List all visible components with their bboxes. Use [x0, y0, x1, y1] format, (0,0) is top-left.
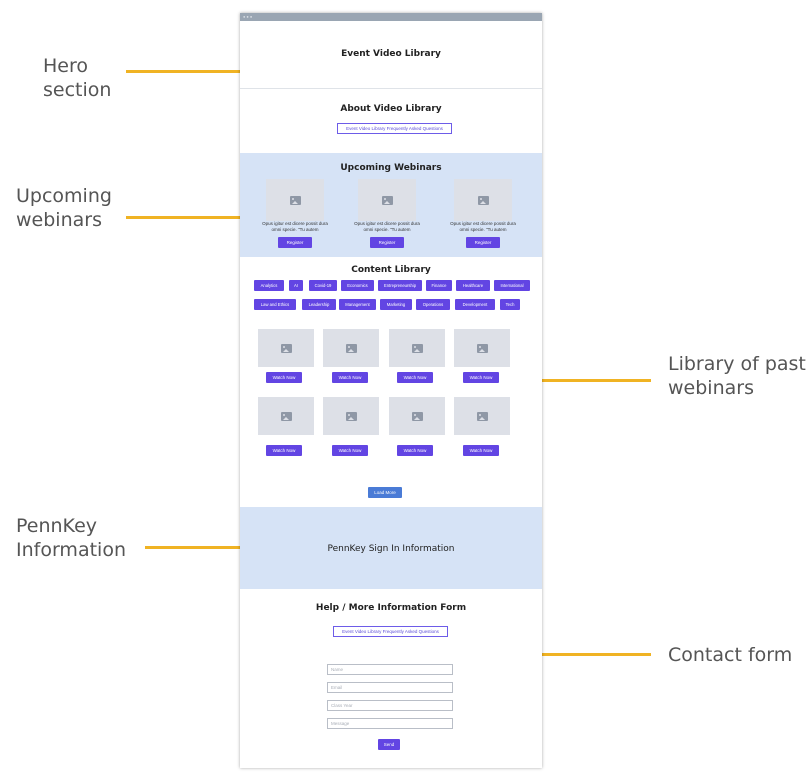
callout-hero-label: Hero section [43, 55, 112, 101]
browser-chrome: ●●● [240, 13, 542, 21]
callout-library-label: Library of past webinars [668, 353, 806, 399]
watch-now-button[interactable]: Watch Now [266, 372, 302, 383]
faq-button[interactable]: Event Video Library Frequently Asked Que… [337, 123, 452, 134]
watch-now-button[interactable]: Watch Now [397, 445, 433, 456]
hero-section: Event Video Library [240, 21, 542, 89]
tag-healthcare[interactable]: Healthcare [456, 280, 490, 291]
video-thumbnail[interactable] [258, 329, 314, 367]
video-thumbnail[interactable] [389, 329, 445, 367]
callout-pennkey-label: PennKey Information [16, 515, 126, 561]
image-icon [476, 411, 488, 421]
message-field[interactable]: Message [327, 718, 453, 729]
pennkey-title: PennKey Sign In Information [327, 544, 455, 554]
watch-now-button[interactable]: Watch Now [463, 372, 499, 383]
image-icon [477, 195, 489, 205]
tag-law-and-ethics[interactable]: Law and Ethics [254, 299, 296, 310]
watch-now-button[interactable]: Watch Now [397, 372, 433, 383]
tag-finance[interactable]: Finance [426, 280, 452, 291]
register-button[interactable]: Register [278, 237, 312, 248]
callout-upcoming: Upcoming webinars [16, 184, 116, 232]
callout-library: Library of past webinars [668, 352, 806, 400]
tag-entrepreneurship[interactable]: Entrepreneurship [378, 280, 422, 291]
image-icon [280, 343, 292, 353]
page-mockup: ●●● Event Video Library About Video Libr… [240, 13, 542, 768]
image-icon [381, 195, 393, 205]
image-icon [411, 411, 423, 421]
contact-form-section: Help / More Information Form Event Video… [240, 589, 542, 768]
faq-button[interactable]: Event Video Library Frequently Asked Que… [333, 626, 448, 637]
hero-title: Event Video Library [341, 49, 441, 59]
contact-title: Help / More Information Form [315, 603, 467, 613]
load-more-button[interactable]: Load More [368, 487, 402, 498]
register-button[interactable]: Register [370, 237, 404, 248]
callout-hero: Hero section [43, 54, 133, 102]
webinar-description: Opus igitur est dicere possit dura omni … [354, 221, 420, 232]
video-thumbnail[interactable] [323, 329, 379, 367]
webinar-description: Opus igitur est dicere possit dura omni … [450, 221, 516, 232]
about-title: About Video Library [340, 104, 442, 114]
tag-tech[interactable]: Tech [500, 299, 520, 310]
tag-management[interactable]: Management [339, 299, 376, 310]
callout-contact: Contact form [668, 643, 806, 667]
image-icon [289, 195, 301, 205]
class-year-field[interactable]: Class Year [327, 700, 453, 711]
video-thumbnail[interactable] [454, 397, 510, 435]
upcoming-webinars-section: Upcoming Webinars Opus igitur est dicere… [240, 153, 542, 257]
video-thumbnail[interactable] [258, 397, 314, 435]
tag-ai[interactable]: AI [289, 280, 303, 291]
content-library-section: Content Library Analytics AI Covid-19 Ec… [240, 257, 542, 507]
webinar-image [358, 179, 416, 221]
register-button[interactable]: Register [466, 237, 500, 248]
about-section: About Video Library Event Video Library … [240, 90, 542, 153]
webinar-description: Opus igitur est dicere possit dura omni … [262, 221, 328, 232]
webinar-image [266, 179, 324, 221]
send-button[interactable]: Send [378, 739, 400, 750]
tag-leadership[interactable]: Leadership [302, 299, 336, 310]
callout-contact-label: Contact form [668, 644, 793, 666]
image-icon [280, 411, 292, 421]
name-field[interactable]: Name [327, 664, 453, 675]
arrow-upcoming [126, 210, 265, 224]
watch-now-button[interactable]: Watch Now [463, 445, 499, 456]
window-dots-icon: ●●● [243, 14, 254, 19]
tag-development[interactable]: Development [455, 299, 495, 310]
tag-international[interactable]: International [494, 280, 530, 291]
tag-operations[interactable]: Operations [416, 299, 450, 310]
watch-now-button[interactable]: Watch Now [332, 445, 368, 456]
pennkey-section: PennKey Sign In Information [240, 507, 542, 589]
tag-analytics[interactable]: Analytics [254, 280, 284, 291]
callout-upcoming-label: Upcoming webinars [16, 185, 112, 231]
video-thumbnail[interactable] [389, 397, 445, 435]
tag-marketing[interactable]: Marketing [380, 299, 412, 310]
image-icon [476, 343, 488, 353]
callout-pennkey: PennKey Information [16, 514, 136, 562]
video-thumbnail[interactable] [323, 397, 379, 435]
image-icon [411, 343, 423, 353]
image-icon [345, 343, 357, 353]
video-thumbnail[interactable] [454, 329, 510, 367]
email-field[interactable]: Email [327, 682, 453, 693]
webinar-image [454, 179, 512, 221]
tag-covid-19[interactable]: Covid-19 [309, 280, 337, 291]
upcoming-title: Upcoming Webinars [340, 163, 442, 173]
watch-now-button[interactable]: Watch Now [266, 445, 302, 456]
library-title: Content Library [351, 265, 431, 275]
image-icon [345, 411, 357, 421]
watch-now-button[interactable]: Watch Now [332, 372, 368, 383]
tag-economics[interactable]: Economics [341, 280, 374, 291]
